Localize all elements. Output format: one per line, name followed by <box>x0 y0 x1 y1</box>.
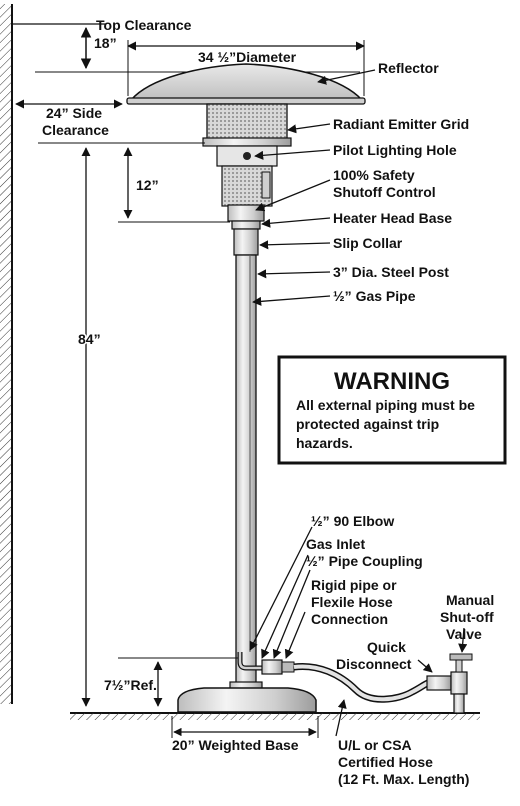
label-weighted-base: 20” Weighted Base <box>172 737 299 753</box>
label-safety-line-2: Shutoff Control <box>333 184 436 200</box>
warning-line-3: hazards. <box>296 435 353 451</box>
label-quick-line-2: Disconnect <box>336 656 412 672</box>
steel-post <box>235 254 257 686</box>
label-elbow: ½” 90 Elbow <box>311 513 394 529</box>
label-heater-head-base: Heater Head Base <box>333 210 452 226</box>
label-ref-height: 7½”Ref. <box>104 677 157 693</box>
label-radiant-emitter-grid: Radiant Emitter Grid <box>333 116 469 132</box>
manual-shutoff-valve <box>449 653 473 714</box>
label-side-clearance: 24” Side <box>46 105 102 121</box>
ref-height-dimension <box>118 657 240 707</box>
label-safety-line-1: 100% Safety <box>333 167 415 183</box>
label-hose-line-2: Certified Hose <box>338 754 433 770</box>
label-steel-post: 3” Dia. Steel Post <box>333 264 449 280</box>
label-gas-pipe: ½” Gas Pipe <box>333 288 416 304</box>
weighted-base <box>177 681 317 713</box>
label-quick-line-1: Quick <box>367 639 406 655</box>
twelve-inch-dimension <box>118 147 230 223</box>
labels: Top Clearance 18” 34 ½”Diameter Reflecto… <box>42 17 494 787</box>
label-rigid-line-1: Rigid pipe or <box>311 577 397 593</box>
ground <box>70 712 480 720</box>
warning-line-2: protected against trip <box>296 416 439 432</box>
label-manual-line-2: Shut-off <box>440 609 494 625</box>
warning-title: WARNING <box>334 368 450 395</box>
label-pipe-coupling: ½” Pipe Coupling <box>306 553 423 569</box>
pilot-hole <box>243 152 251 160</box>
label-gas-inlet: Gas Inlet <box>306 536 365 552</box>
label-hose-line-3: (12 Ft. Max. Length) <box>338 771 469 787</box>
label-height-84: 84” <box>78 331 101 347</box>
label-twelve-inch: 12” <box>136 177 159 193</box>
slip-collar <box>233 228 259 256</box>
label-hose-line-1: U/L or CSA <box>338 737 412 753</box>
label-rigid-line-3: Connection <box>311 611 388 627</box>
reflector <box>126 63 366 105</box>
label-top-clearance: Top Clearance <box>96 17 192 33</box>
label-pilot-lighting-hole: Pilot Lighting Hole <box>333 142 457 158</box>
label-top-clearance-value: 18” <box>94 35 117 51</box>
radiant-emitter-grid <box>202 103 292 147</box>
label-rigid-line-2: Flexile Hose <box>311 594 393 610</box>
burner-housing <box>216 145 278 222</box>
label-side-clearance-word: Clearance <box>42 122 109 138</box>
label-reflector: Reflector <box>378 60 439 76</box>
label-manual-line-1: Manual <box>446 592 494 608</box>
base-dimension <box>171 716 319 738</box>
warning-box: WARNING All external piping must be prot… <box>277 355 507 465</box>
label-diameter: 34 ½”Diameter <box>198 49 297 65</box>
label-manual-line-3: Valve <box>446 626 482 642</box>
gas-inlet-fittings <box>237 652 295 675</box>
label-slip-collar: Slip Collar <box>333 235 403 251</box>
heater-head-base <box>231 220 261 230</box>
leader-lines <box>249 69 468 737</box>
warning-line-1: All external piping must be <box>296 397 475 413</box>
certified-hose <box>293 662 430 703</box>
wall <box>0 4 105 704</box>
quick-disconnect <box>426 675 452 691</box>
diameter-dimension <box>127 40 365 96</box>
